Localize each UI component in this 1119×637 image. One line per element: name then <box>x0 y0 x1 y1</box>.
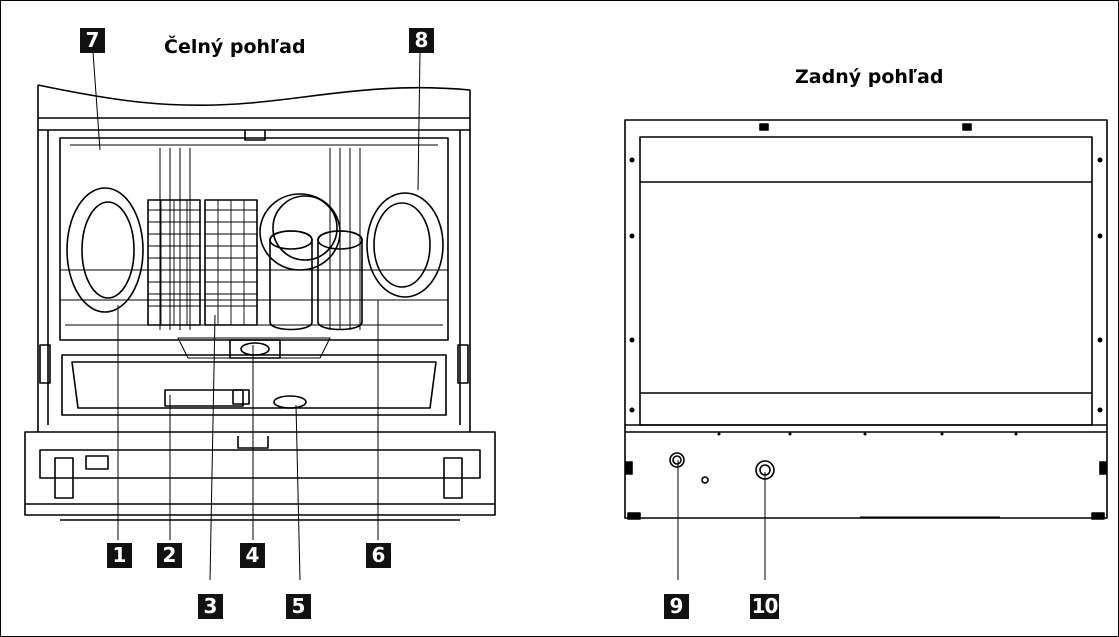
callout-7: 7 <box>80 28 105 53</box>
callout-8: 8 <box>409 28 434 53</box>
callout-2: 2 <box>157 543 182 568</box>
front-dishwasher <box>24 51 766 581</box>
callout-1: 1 <box>107 543 132 568</box>
rear-dishwasher <box>624 119 1108 520</box>
callout-6: 6 <box>366 543 391 568</box>
rear-view-title: Zadný pohľad <box>795 66 944 88</box>
front-view-title: Čelný pohľad <box>164 36 306 58</box>
callout-10: 10 <box>750 594 779 619</box>
callout-3: 3 <box>198 594 223 619</box>
callout-5: 5 <box>286 594 311 619</box>
callout-9: 9 <box>664 594 689 619</box>
callout-4: 4 <box>240 543 265 568</box>
